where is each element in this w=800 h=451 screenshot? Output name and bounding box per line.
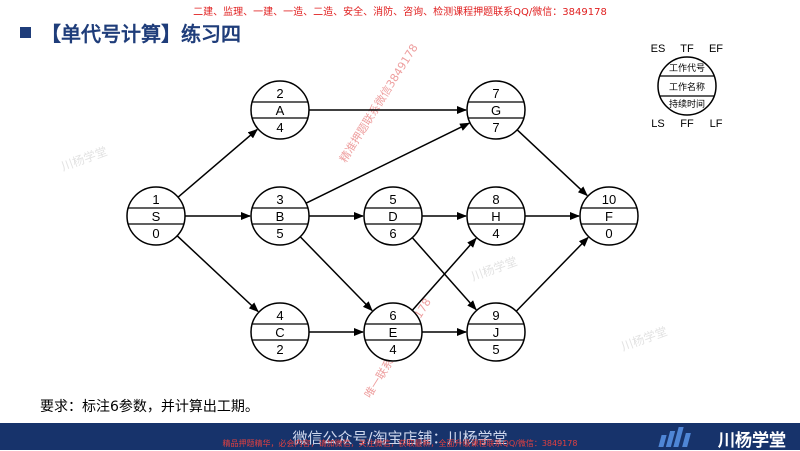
legend-ff: FF: [680, 118, 694, 130]
edge-S-A: [177, 128, 258, 198]
node-circle: [363, 302, 423, 362]
legend-circle: [657, 56, 717, 116]
node-code: 5: [389, 192, 396, 207]
node-name: C: [275, 325, 284, 340]
node-B: 3B 5: [250, 186, 310, 246]
node-duration: 6: [389, 226, 396, 241]
node-name: F: [605, 209, 613, 224]
legend-name: 工作名称: [669, 81, 705, 93]
node-code: 7: [492, 86, 499, 101]
node-C: 4C 2: [250, 302, 310, 362]
node-circle: [579, 186, 639, 246]
legend: ES TF EF 工作代号 工作名称 持续时间 LS FF LF: [651, 43, 724, 130]
node-circle: [466, 302, 526, 362]
legend-tf: TF: [680, 43, 694, 55]
node-duration: 5: [492, 342, 499, 357]
legend-ls: LS: [651, 118, 664, 130]
node-G: 7G7: [466, 80, 526, 140]
node-code: 10: [602, 192, 616, 207]
legend-es: ES: [651, 43, 666, 55]
node-code: 1: [152, 192, 159, 207]
edge-J-F: [515, 236, 589, 312]
node-name: D: [388, 209, 397, 224]
node-circle: [466, 186, 526, 246]
brand-logo-icon: [658, 427, 692, 447]
edges-layer: [176, 106, 589, 336]
edge-G-F: [516, 129, 588, 197]
edge-B-G: [305, 122, 470, 204]
node-A: 2A 4: [250, 80, 310, 140]
node-code: 3: [276, 192, 283, 207]
node-duration: 4: [492, 226, 499, 241]
node-circle: [126, 186, 186, 246]
footer-bar: 微信公众号/淘宝店铺：川杨学堂 精品押题精华，必会内容，请加微信，关注微信，获取…: [0, 423, 800, 451]
node-duration: 4: [276, 120, 283, 135]
node-code: 2: [276, 86, 283, 101]
footer-bottom-text: 精品押题精华，必会内容，请加微信，关注微信，获取最新，全面升级课程联系QQ/微信…: [222, 439, 578, 448]
top-notice: 二建、监理、一建、一造、二造、安全、消防、咨询、检测课程押题联系QQ/微信：38…: [193, 7, 607, 18]
node-duration: 5: [276, 226, 283, 241]
node-circle: [250, 80, 310, 140]
node-code: 9: [492, 308, 499, 323]
legend-duration: 持续时间: [669, 98, 705, 110]
node-circle: [466, 80, 526, 140]
edge-S-C: [176, 235, 259, 313]
node-name: H: [491, 209, 500, 224]
node-duration: 2: [276, 342, 283, 357]
node-S: 1S 0: [126, 186, 186, 246]
requirement-text: 要求：标注6参数，并计算出工期。: [40, 399, 259, 415]
title-square-icon: [20, 26, 31, 38]
footer-center-text: 微信公众号/淘宝店铺：川杨学堂: [292, 429, 508, 447]
node-E: 6E 4: [363, 302, 423, 362]
node-J: 9J 5: [466, 302, 526, 362]
node-duration: 0: [605, 226, 612, 241]
title-bar: 【单代号计算】练习四: [20, 18, 241, 46]
footer-brand: 川杨学堂: [718, 431, 786, 451]
node-circle: [363, 186, 423, 246]
node-F: 10F 0: [579, 186, 639, 246]
legend-lf: LF: [710, 118, 723, 130]
node-name: S: [152, 209, 161, 224]
node-code: 4: [276, 308, 283, 323]
edge-E-H: [411, 237, 477, 311]
node-circle: [250, 302, 310, 362]
node-duration: 4: [389, 342, 396, 357]
node-duration: 0: [152, 226, 159, 241]
node-D: 5D 6: [363, 186, 423, 246]
node-name: E: [389, 325, 398, 340]
node-H: 8H 4: [466, 186, 526, 246]
node-code: 6: [389, 308, 396, 323]
node-duration: 7: [492, 120, 499, 135]
node-code: 8: [492, 192, 499, 207]
node-name: G: [491, 103, 501, 118]
legend-ef: EF: [709, 43, 723, 55]
legend-code: 工作代号: [669, 62, 705, 74]
node-circle: [250, 186, 310, 246]
node-name: A: [276, 103, 285, 118]
node-name: B: [276, 209, 285, 224]
node-name: J: [493, 325, 500, 340]
page-title: 【单代号计算】练习四: [41, 21, 241, 46]
edge-B-E: [299, 236, 373, 312]
